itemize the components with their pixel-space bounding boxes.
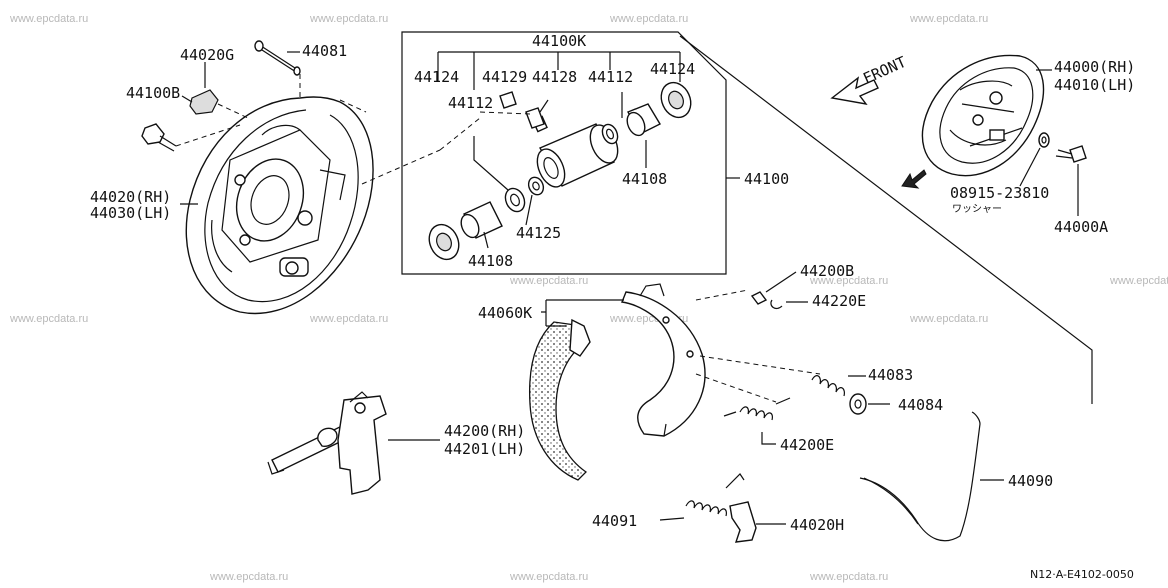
washer-08915 (1038, 132, 1050, 148)
label-44128: 44128 (532, 68, 577, 86)
label-44060K: 44060K (478, 304, 532, 322)
bolt-44100B (141, 123, 177, 152)
label-44124-left: 44124 (414, 68, 459, 86)
watermark: www.epcdata.ru (809, 571, 888, 583)
label-44200E: 44200E (780, 436, 834, 454)
watermark: www.epcdata.ru (1109, 275, 1168, 287)
bolt-44000A (1055, 145, 1087, 163)
label-44000-rh: 44000(RH) (1054, 58, 1135, 76)
label-44100K: 44100K (532, 32, 586, 50)
adjuster-44200 (267, 391, 387, 495)
label-44084: 44084 (898, 396, 943, 414)
cylinder-parts-right (601, 81, 692, 145)
label-44020-rh: 44020(RH) (90, 188, 171, 206)
watermark: www.epcdata.ru (609, 13, 688, 25)
watermark: www.epcdata.ru (9, 13, 88, 25)
pin-44200B (750, 291, 768, 305)
spring-44091 (659, 473, 745, 521)
front-label: FRONT (860, 53, 909, 88)
backing-plate-44020 (185, 96, 374, 315)
label-44220E: 44220E (812, 292, 866, 310)
label-44020H: 44020H (790, 516, 844, 534)
label-44125: 44125 (516, 224, 561, 242)
label-44000A: 44000A (1054, 218, 1108, 236)
clip-44220E (770, 299, 783, 310)
cylinder-parts-left (428, 176, 545, 261)
spring-44083 (811, 375, 866, 397)
watermark: www.epcdata.ru (209, 571, 288, 583)
cable-44090 (859, 411, 1004, 542)
watermark: www.epcdata.ru (909, 313, 988, 325)
watermark: www.epcdata.ru (909, 13, 988, 25)
brake-shoe-rear (528, 318, 591, 481)
brake-assembly-44000 (921, 54, 1045, 177)
label-44108-left: 44108 (468, 252, 513, 270)
bleeder-screw-44128 (525, 99, 549, 129)
label-44200-rh: 44200(RH) (444, 422, 525, 440)
part-number-labels: 44020G 44081 44100B 44020(RH) 44030(LH) … (90, 32, 1135, 581)
wheel-cylinder-44100 (532, 115, 619, 188)
clip-44020H (729, 501, 786, 543)
label-44030-lh: 44030(LH) (90, 204, 171, 222)
label-08915-23810: 08915-23810 (950, 184, 1049, 202)
label-44090: 44090 (1008, 472, 1053, 490)
label-44081: 44081 (302, 42, 347, 60)
label-44020G: 44020G (180, 46, 234, 64)
label-44100: 44100 (744, 170, 789, 188)
spring-44200E (723, 397, 791, 445)
label-44112-right: 44112 (588, 68, 633, 86)
label-44010-lh: 44010(LH) (1054, 76, 1135, 94)
front-arrow: FRONT (830, 53, 909, 105)
label-44100B: 44100B (126, 84, 180, 102)
wheel-cylinder-kit-box (401, 31, 727, 275)
watermark: www.epcdata.ru (509, 275, 588, 287)
label-44083: 44083 (868, 366, 913, 384)
bleeder-cap-44129 (499, 91, 517, 109)
label-44091: 44091 (592, 512, 637, 530)
bolt-44081 (254, 40, 301, 76)
diagram-code: N12·A-E4102-0050 (1030, 568, 1134, 581)
label-44108-right: 44108 (622, 170, 667, 188)
plug-44020G (189, 89, 219, 115)
cup-44084 (849, 393, 890, 415)
direction-arrow (901, 169, 927, 189)
label-44112-left: 44112 (448, 94, 493, 112)
watermark: www.epcdata.ru (309, 313, 388, 325)
brake-shoe-front-44060K (621, 283, 706, 437)
watermark: www.epcdata.ru (509, 571, 588, 583)
label-44129: 44129 (482, 68, 527, 86)
watermark: www.epcdata.ru (809, 275, 888, 287)
label-44124-right: 44124 (650, 60, 695, 78)
label-washer: ワッシャー (952, 204, 1002, 215)
watermark: www.epcdata.ru (9, 313, 88, 325)
label-44200B: 44200B (800, 262, 854, 280)
label-44201-lh: 44201(LH) (444, 440, 525, 458)
watermark: www.epcdata.ru (309, 13, 388, 25)
